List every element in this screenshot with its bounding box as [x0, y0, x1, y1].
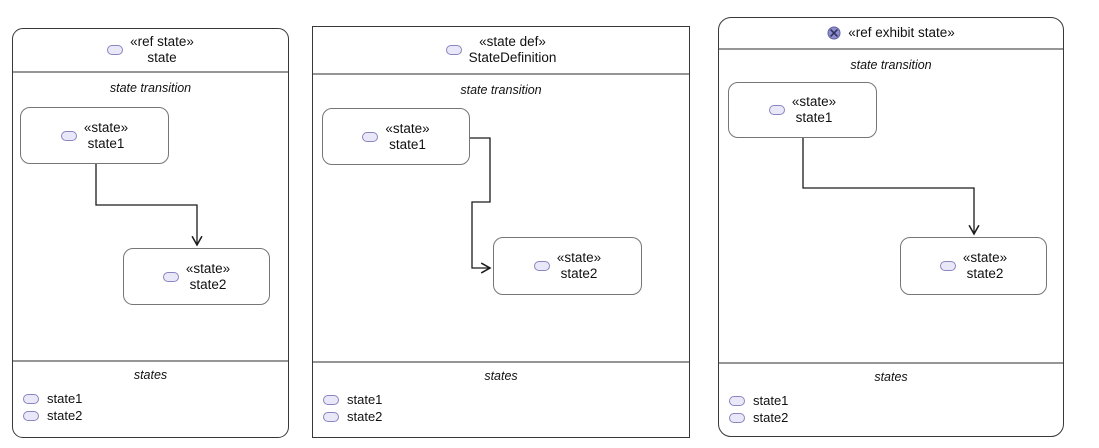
state-node-state2[interactable]: «state» state2 — [123, 248, 270, 305]
node-name: state2 — [189, 276, 227, 292]
node-stereotype: «state» — [83, 119, 129, 135]
panel-state-def[interactable]: «state def» StateDefinition state transi… — [312, 26, 690, 438]
list-item-state2[interactable]: state2 — [23, 408, 288, 424]
node-stereotype: «state» — [962, 250, 1008, 265]
state-list: state1 state2 — [719, 393, 1063, 426]
transition-compartment-label: state transition — [850, 58, 932, 72]
states-compartment-label: states — [484, 369, 518, 383]
panel-state-def-header: «state def» StateDefinition — [313, 27, 689, 75]
list-item-label: state1 — [347, 392, 383, 407]
node-name: state1 — [389, 136, 426, 152]
list-item-state2[interactable]: state2 — [729, 410, 1063, 426]
state-icon — [729, 413, 745, 423]
state-icon — [323, 412, 339, 422]
state-icon — [939, 261, 956, 271]
node-stereotype: «state» — [556, 250, 602, 265]
transition-compartment-label: state transition — [109, 81, 192, 95]
node-name: state1 — [795, 110, 833, 125]
state-icon — [362, 131, 379, 142]
list-item-label: state2 — [347, 409, 383, 424]
panel-stereotype: «ref exhibit state» — [848, 25, 955, 40]
state-node-state2[interactable]: «state» state2 — [493, 237, 642, 295]
states-compartment: states state1 state2 — [313, 361, 689, 437]
state-icon — [445, 45, 462, 55]
states-compartment-label: states — [133, 368, 168, 382]
node-stereotype: «state» — [791, 94, 837, 109]
panel-ref-state[interactable]: «ref state» state state transition state… — [12, 28, 289, 438]
panel-ref-state-header: «ref state» state — [13, 29, 288, 73]
states-compartment-label: states — [874, 370, 908, 384]
node-name: state2 — [966, 266, 1004, 281]
state-icon — [533, 261, 550, 271]
panel-name: state — [147, 50, 177, 65]
exhibit-state-circle-x-icon — [827, 26, 841, 40]
state-node-state1[interactable]: «state» state1 — [322, 108, 470, 165]
state-node-state1[interactable]: «state» state1 — [728, 82, 877, 138]
panel-ref-exhibit-state-header: «ref exhibit state» — [719, 18, 1063, 50]
node-name: state2 — [560, 266, 598, 281]
transition-compartment: state transition — [13, 73, 288, 360]
node-stereotype: «state» — [385, 120, 430, 136]
state-icon — [60, 130, 77, 141]
transition-compartment: state transition — [313, 75, 689, 361]
states-compartment: states state1 state2 — [719, 362, 1063, 436]
state-icon — [323, 395, 339, 405]
list-item-state1[interactable]: state1 — [323, 392, 689, 408]
state-icon — [107, 45, 124, 55]
list-item-state2[interactable]: state2 — [323, 409, 689, 425]
state-icon — [23, 394, 39, 404]
panel-stereotype: «ref state» — [130, 34, 194, 49]
state-icon — [768, 105, 785, 115]
state-list: state1 state2 — [313, 392, 689, 425]
panel-name: StateDefinition — [468, 50, 557, 65]
transition-compartment: state transition — [719, 50, 1063, 362]
states-compartment: states state1 state2 — [13, 360, 288, 437]
list-item-label: state2 — [47, 408, 83, 423]
list-item-label: state1 — [47, 391, 83, 406]
state-icon — [23, 411, 39, 421]
state-node-state2[interactable]: «state» state2 — [900, 237, 1047, 295]
state-list: state1 state2 — [13, 391, 288, 424]
node-name: state1 — [87, 135, 125, 151]
panel-stereotype: «state def» — [479, 34, 546, 49]
state-node-state1[interactable]: «state» state1 — [20, 107, 169, 164]
transition-compartment-label: state transition — [460, 83, 542, 97]
list-item-state1[interactable]: state1 — [729, 393, 1063, 409]
list-item-label: state2 — [753, 410, 789, 425]
list-item-state1[interactable]: state1 — [23, 391, 288, 407]
panel-ref-exhibit-state[interactable]: «ref exhibit state» state transition sta… — [718, 17, 1064, 437]
state-icon — [729, 396, 745, 406]
state-icon — [162, 271, 179, 282]
list-item-label: state1 — [753, 393, 789, 408]
node-stereotype: «state» — [185, 260, 231, 276]
